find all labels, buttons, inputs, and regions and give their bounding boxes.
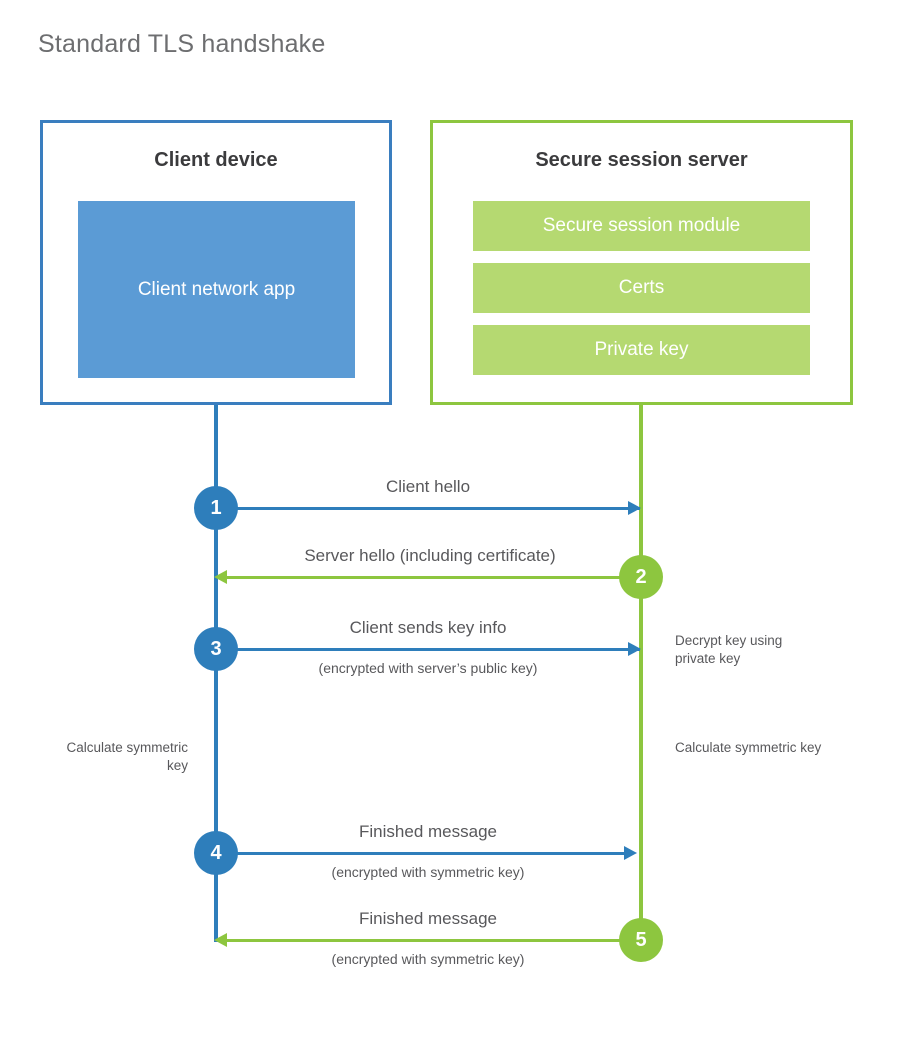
message-5-arrow-line (224, 939, 642, 942)
secure-session-server-box: Secure session server Secure session mod… (430, 120, 853, 405)
step-marker-5: 5 (619, 918, 663, 962)
message-5-label: Finished message (359, 909, 497, 928)
step-marker-2: 2 (619, 555, 663, 599)
message-3-arrow-line (216, 648, 640, 651)
message-3-sublabel: (encrypted with server’s public key) (318, 660, 538, 676)
message-2-arrow-line (224, 576, 642, 579)
message-4-label: Finished message (359, 822, 497, 841)
message-3-arrow-head-icon (628, 642, 641, 656)
server-lifeline (639, 405, 643, 940)
server-component-private-key: Private key (473, 325, 810, 375)
message-2-label: Server hello (including certificate) (304, 546, 556, 565)
message-4-arrow-line (216, 852, 633, 855)
server-component-secure-session-module: Secure session module (473, 201, 810, 251)
client-network-app-block: Client network app (78, 201, 355, 378)
message-5-arrow-head-icon (214, 933, 227, 947)
message-1-arrow-head-icon (628, 501, 641, 515)
annotation-server-calculate-symmetric-key: Calculate symmetric key (675, 740, 822, 755)
client-device-box: Client device Client network app (40, 120, 392, 405)
message-4-arrow-head-icon (624, 846, 637, 860)
message-3-label: Client sends key info (349, 618, 507, 637)
message-1-arrow-line (216, 507, 640, 510)
secure-session-server-title: Secure session server (535, 149, 748, 171)
client-lifeline (214, 405, 218, 942)
annotation-decrypt-key: Decrypt key using private key (675, 633, 783, 667)
message-2-arrow-head-icon (214, 570, 227, 584)
page-title: Standard TLS handshake (38, 30, 326, 58)
server-component-certs: Certs (473, 263, 810, 313)
message-5-sublabel: (encrypted with symmetric key) (331, 951, 525, 967)
client-device-title: Client device (154, 149, 278, 171)
message-1-label: Client hello (385, 477, 471, 496)
step-marker-1: 1 (194, 486, 238, 530)
message-4-sublabel: (encrypted with symmetric key) (331, 864, 525, 880)
server-component-list: Secure session module Certs Private key (473, 201, 810, 387)
step-marker-4: 4 (194, 831, 238, 875)
annotation-client-calculate-symmetric-key: Calculate symmetric key (66, 740, 188, 774)
step-marker-3: 3 (194, 627, 238, 671)
